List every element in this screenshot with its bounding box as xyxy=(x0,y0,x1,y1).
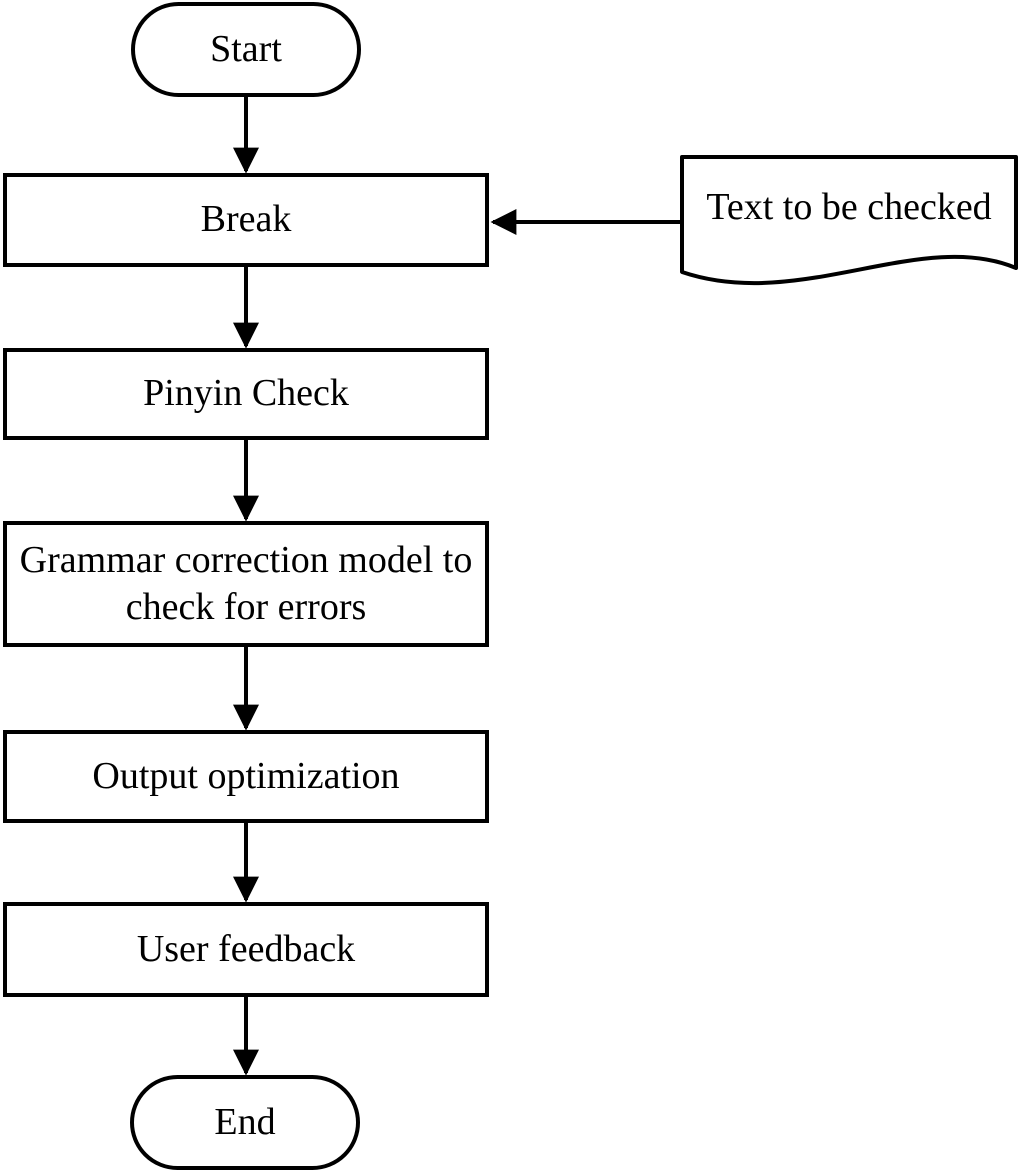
node-text-to-be-checked-label: Text to be checked xyxy=(706,186,992,228)
node-start[interactable]: Start xyxy=(131,2,361,97)
node-text-to-be-checked[interactable]: Text to be checked xyxy=(686,167,1012,247)
node-end[interactable]: End xyxy=(130,1075,360,1170)
node-output-optimization[interactable]: Output optimization xyxy=(3,730,489,823)
node-break[interactable]: Break xyxy=(3,173,489,267)
node-user-feedback[interactable]: User feedback xyxy=(3,902,489,997)
node-output-optimization-label: Output optimization xyxy=(92,754,400,797)
node-grammar-correction-label: Grammar correction model to check for er… xyxy=(19,538,473,629)
node-grammar-correction[interactable]: Grammar correction model to check for er… xyxy=(3,521,489,647)
node-start-label: Start xyxy=(210,27,282,70)
node-end-label: End xyxy=(214,1100,276,1143)
node-break-label: Break xyxy=(200,198,292,241)
document-shape[interactable] xyxy=(680,155,1018,286)
node-pinyin-check[interactable]: Pinyin Check xyxy=(3,348,489,440)
node-user-feedback-label: User feedback xyxy=(136,927,356,970)
node-pinyin-check-label: Pinyin Check xyxy=(143,372,349,415)
